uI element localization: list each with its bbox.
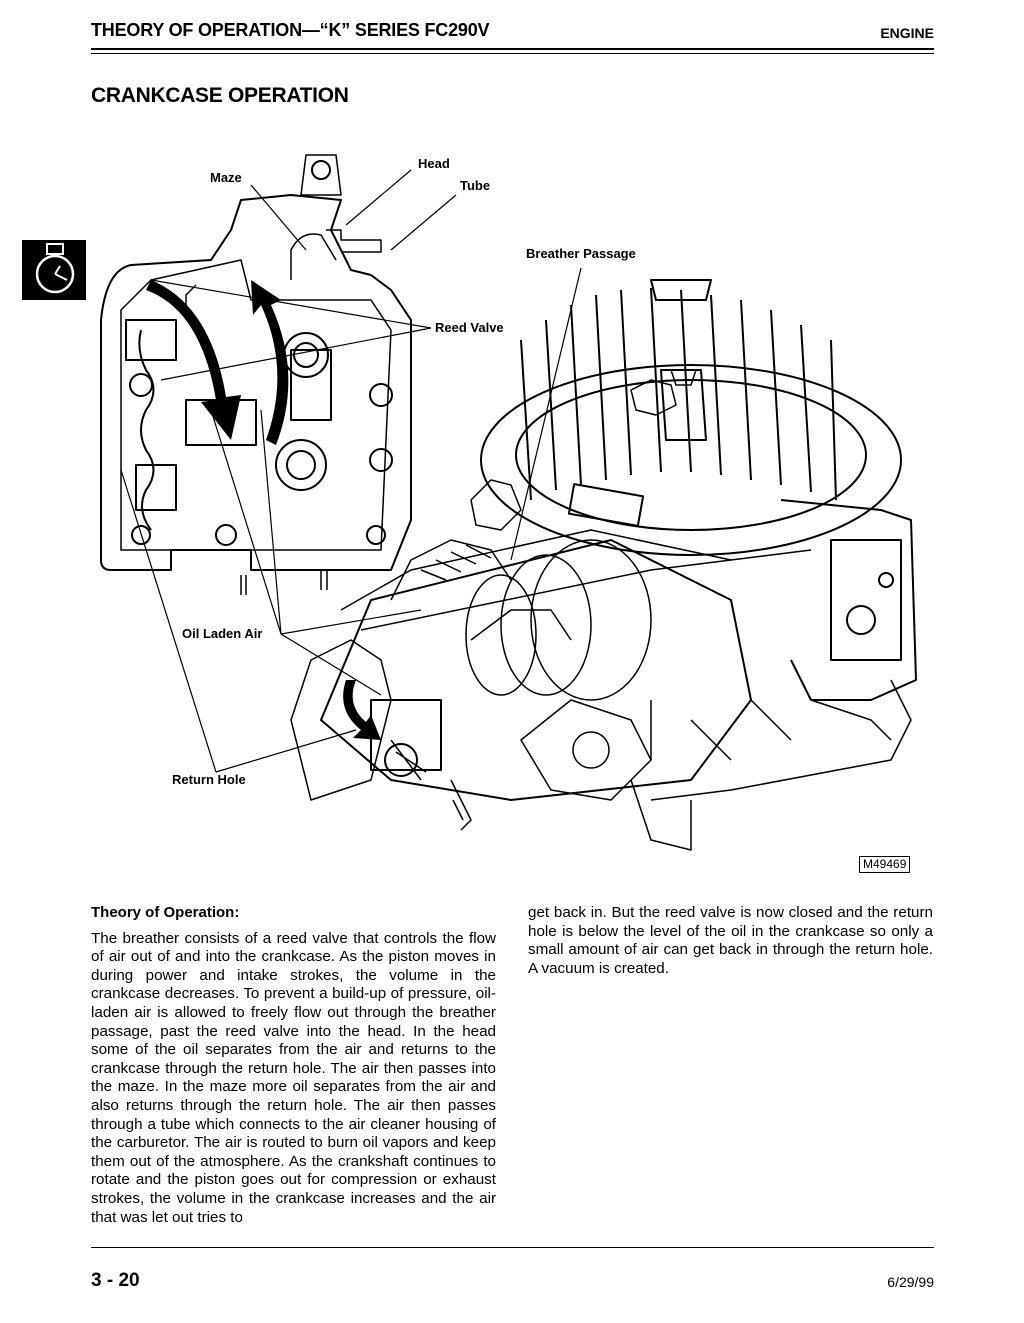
theory-column-1: Theory of Operation: The breather consis… bbox=[91, 904, 496, 1227]
callout-tube: Tube bbox=[460, 178, 491, 193]
header-title: THEORY OF OPERATION—“K” SERIES FC290V bbox=[91, 20, 490, 40]
callout-head: Head bbox=[418, 156, 450, 171]
theory-paragraph-1: The breather consists of a reed valve th… bbox=[91, 929, 496, 1226]
header-rule bbox=[91, 48, 934, 50]
header-section: ENGINE bbox=[880, 25, 934, 41]
footer-rule bbox=[91, 1247, 934, 1248]
figure-id: M49469 bbox=[859, 856, 911, 873]
theory-paragraph-2: get back in. But the reed valve is now c… bbox=[528, 904, 933, 977]
callout-oil-laden-air: Oil Laden Air bbox=[182, 626, 263, 641]
callout-return-hole: Return Hole bbox=[172, 772, 246, 787]
engine-illustration bbox=[100, 154, 917, 851]
header-rule-thin bbox=[91, 53, 934, 54]
engine-tab-icon bbox=[22, 240, 86, 300]
callout-maze: Maze bbox=[210, 170, 242, 185]
page-number: 3 - 20 bbox=[91, 1270, 140, 1291]
callout-reed-valve: Reed Valve bbox=[435, 320, 504, 335]
section-title: CRANKCASE OPERATION bbox=[91, 84, 349, 107]
theory-heading: Theory of Operation: bbox=[91, 904, 240, 921]
footer-date: 6/29/99 bbox=[887, 1274, 934, 1290]
engine-diagram: Maze Head Tube Breather Passage Reed Val… bbox=[91, 140, 934, 880]
theory-column-2: get back in. But the reed valve is now c… bbox=[528, 904, 933, 978]
callout-breather-passage: Breather Passage bbox=[526, 246, 636, 261]
